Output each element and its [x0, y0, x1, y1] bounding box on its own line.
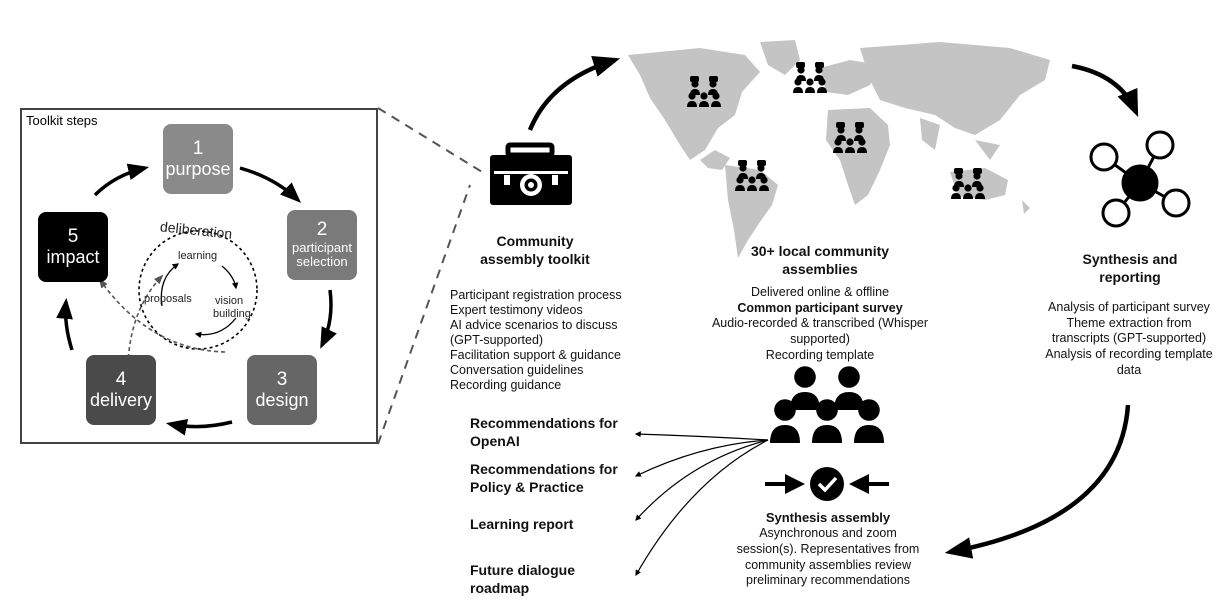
- building-label: building: [213, 308, 251, 320]
- output-line: Future dialogue: [470, 562, 575, 578]
- toolkit-heading-line: Community: [496, 233, 574, 249]
- toolkit-item: Facilitation support & guidance: [450, 348, 621, 362]
- synthesis-assembly-line: community assemblies review: [744, 557, 912, 572]
- step-label: participant selection: [292, 239, 352, 270]
- proposals-label: proposals: [144, 293, 192, 305]
- step-delivery: 4 delivery: [86, 355, 156, 425]
- vision-label: vision: [215, 295, 244, 307]
- learning-label: learning: [178, 250, 218, 262]
- output-line: Policy & Practice: [470, 478, 584, 495]
- synthesis-reporting-line: transcripts (GPT-supported): [1051, 331, 1207, 346]
- step-number: 4: [115, 368, 127, 390]
- local-assemblies-heading: 30+ local community assemblies: [720, 242, 920, 278]
- output-line: Recommendations for: [470, 415, 618, 431]
- output-line: Learning report: [470, 516, 574, 532]
- toolkit-heading-line: assembly toolkit: [480, 251, 590, 268]
- synthesis-assembly-line: preliminary recommendations: [746, 573, 910, 588]
- step-label: design: [255, 389, 309, 410]
- synthesis-reporting-line: Analysis of recording template: [1045, 346, 1213, 361]
- deliberation-circle: [138, 230, 258, 350]
- step-purpose: 1 purpose: [163, 124, 233, 194]
- output-openai-recommendations: Recommendations for OpenAI: [470, 415, 618, 450]
- synthesis-network-icon: [1089, 130, 1191, 228]
- output-arrows: [634, 431, 769, 577]
- synthesis-assembly-heading: Synthesis assembly: [765, 510, 891, 525]
- zoom-line-bottom: [377, 184, 471, 445]
- toolkit-item: (GPT-supported): [450, 333, 544, 347]
- step-design: 3 design: [247, 355, 317, 425]
- zoom-line-top: [377, 107, 488, 176]
- synthesis-reporting-heading-line: Synthesis and: [1082, 251, 1178, 267]
- synthesis-reporting-line: data: [1116, 362, 1142, 377]
- group-icon-australia: [951, 167, 985, 201]
- toolbox-icon: [490, 142, 572, 205]
- synthesis-reporting-line: Theme extraction from: [1066, 315, 1192, 330]
- step-number: 5: [67, 225, 79, 247]
- step-number: 2: [316, 218, 328, 240]
- toolkit-item: Expert testimony videos: [450, 303, 583, 317]
- toolkit-item: Conversation guidelines: [450, 363, 584, 377]
- output-future-dialogue-roadmap: Future dialogue roadmap: [470, 562, 575, 597]
- local-assemblies-line: supported): [790, 331, 850, 346]
- deliberation-arrows: [160, 263, 239, 339]
- local-assemblies-details: Delivered online & offline Common partic…: [700, 285, 940, 363]
- arrow-map-to-synthesis: [1071, 63, 1139, 117]
- step-label: impact: [46, 246, 100, 267]
- synthesis-reporting-heading-line: reporting: [1099, 269, 1161, 286]
- step-impact: 5 impact: [38, 212, 108, 282]
- local-assemblies-line: Audio-recorded & transcribed (Whisper: [711, 316, 929, 331]
- arrow-reporting-to-assembly: [944, 404, 1131, 559]
- local-assemblies-line: Recording template: [765, 347, 875, 362]
- step-label: purpose: [165, 158, 231, 179]
- output-policy-recommendations: Recommendations for Policy & Practice: [470, 461, 618, 496]
- synthesis-assembly-line: session(s). Representatives from: [736, 541, 920, 556]
- step-label: delivery: [89, 389, 153, 410]
- synthesis-assembly-block: Synthesis assembly Asynchronous and zoom…: [715, 510, 941, 589]
- group-icon-europe: [793, 61, 827, 95]
- local-assemblies-line: Common participant survey: [737, 300, 903, 315]
- output-line: OpenAI: [470, 432, 520, 449]
- local-assemblies-heading-line: 30+ local community: [750, 243, 890, 259]
- group-icon-africa: [833, 121, 867, 155]
- world-map: [628, 40, 1050, 258]
- local-assemblies-heading-line: assemblies: [782, 261, 858, 278]
- assembly-people-icon: [765, 366, 889, 501]
- synthesis-reporting-line: Analysis of participant survey: [1048, 300, 1210, 314]
- output-line: Recommendations for: [470, 461, 618, 477]
- group-icon-north-america: [687, 75, 721, 109]
- output-learning-report: Learning report: [470, 516, 573, 534]
- arrow-toolkit-to-map: [527, 56, 621, 131]
- synthesis-reporting-details: Analysis of participant survey Theme ext…: [1030, 300, 1228, 378]
- toolkit-item: Recording guidance: [450, 378, 562, 392]
- toolkit-steps-title: Toolkit steps: [26, 113, 98, 128]
- toolkit-heading: Community assembly toolkit: [470, 232, 600, 268]
- local-assemblies-line: Delivered online & offline: [750, 285, 890, 299]
- step-number: 1: [192, 137, 204, 159]
- synthesis-reporting-heading: Synthesis and reporting: [1060, 250, 1200, 286]
- feedback-arrows: [98, 274, 226, 366]
- output-line: roadmap: [470, 579, 530, 596]
- toolkit-steps-panel: Toolkit steps: [20, 108, 378, 444]
- step-number: 3: [276, 368, 288, 390]
- cycle-arrows: [56, 163, 337, 436]
- toolkit-item: Participant registration process: [450, 288, 622, 302]
- synthesis-assembly-line: Asynchronous and zoom: [759, 526, 897, 541]
- toolkit-item: AI advice scenarios to discuss: [450, 318, 618, 332]
- group-icon-south-america: [735, 159, 769, 193]
- step-participant-selection: 2 participant selection: [287, 210, 357, 280]
- toolkit-items: Participant registration process Expert …: [450, 288, 622, 393]
